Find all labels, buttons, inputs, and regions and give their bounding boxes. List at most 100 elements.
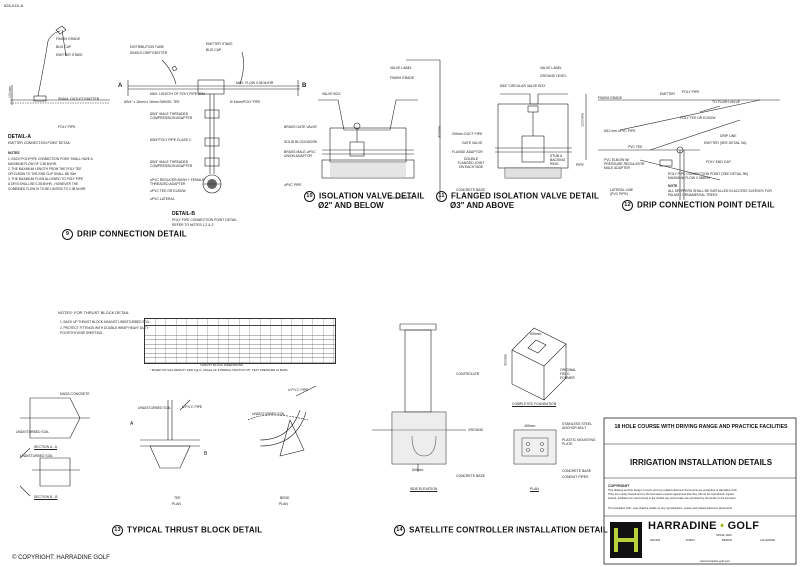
label-section-aa: SECTION A - A [34, 445, 57, 449]
since-label: SINCE 1929 [716, 533, 732, 537]
copyright-footer: © COPYRIGHT: HARRADINE GOLF [12, 555, 110, 561]
label-solid-blockwork: SOLID BLOCKWORK [284, 140, 318, 144]
label-stub-backing: STUB & BACKING RING [550, 154, 566, 166]
label-300mm: 300mm [437, 126, 442, 138]
note-line: 3. THE MAXIMUM FLOW ALLOWED TO POLY PIPE [8, 177, 83, 181]
label-finish-grade: FINISH GRADE [390, 76, 415, 80]
label-poly-pipe: POLY PIPE [58, 125, 76, 129]
label-600mm: 600mm [412, 468, 424, 472]
thrust-notes-title: NOTES: FOR THRUST BLOCK DETAIL [58, 310, 130, 315]
thrust-table [144, 318, 336, 364]
label-swivel-tee: Ø3/4" x 16mm x 16mm SWIVEL TEE [124, 100, 180, 104]
detail-a-title: DETAIL-A [8, 134, 31, 140]
label-upvc-pipe: U.P.V.C PIPE [182, 405, 203, 409]
detail-11-sub: Ø3" AND ABOVE [450, 201, 515, 210]
label-note-text: ALL DRIPPERS SHALL BE INSTALLED IN ACCES… [668, 189, 772, 197]
note-line: 1. EACH POLYPIPE CONNECTION POINT SHALL … [8, 157, 93, 161]
copyright-line: This drawing and the design it covers an… [608, 489, 738, 492]
label-concrete-base: CONCRETE BASE [456, 474, 486, 478]
label-upvc-pipe: uPVC PIPE [284, 183, 302, 187]
label-original-field-former: ORIGINAL FIELD FORMER [560, 368, 577, 380]
label-anchor-bolt: STAINLESS STEEL ANCHOR BOLT [562, 422, 592, 430]
label-poly-class-c: Ø3/4"POLY PIPE CLASS C [150, 138, 192, 142]
thrust-note: 2. PROTECT FITTINGS WITH DOUBLE WRAP HEA… [60, 326, 149, 330]
label-finish-grade: FINISH GRADE [56, 37, 81, 41]
label-circular-valve-box: Ø18" CIRCULAR VALVE BOX [500, 84, 546, 88]
label-tee: TEE [174, 496, 181, 500]
label-note: NOTE [668, 184, 678, 188]
label-ground: GROUND [468, 428, 484, 432]
label-bend: BEND [280, 496, 290, 500]
label-b: B [302, 83, 307, 89]
label-a: A [118, 83, 123, 89]
label-max-length: MAX. LENGTH OF POLY PIPE 30M [150, 92, 205, 96]
label-male-adapter: Ø3/4" MALE THREADED COMPRESSION ADAPTER [150, 112, 193, 120]
note-line: COMBINED FLOW IS TO BE LIMITED TO 0.38 M… [8, 187, 87, 191]
label-600mm-b: 600mm [530, 332, 542, 336]
label-reducer-bush: uPVC REDUCER BUSH + FEMALE THREADED ADAP… [150, 178, 205, 186]
label-b: B [204, 451, 208, 457]
label-single-drip-emitter: SINGLE DRIP EMITTER [130, 51, 168, 55]
label-undisturbed-soil-3: UNDISTURBED SOIL [252, 412, 286, 416]
office-gruen: GRUEN [650, 538, 661, 542]
office-berlin: BERLIN [722, 538, 733, 542]
label-undisturbed-soil: UNDISTURBED SOIL [16, 430, 50, 434]
label-male-adapter-2: Ø3/4" MALE THREADED COMPRESSION ADAPTER [150, 160, 193, 168]
note-line: 2. THE MAXIMUM LENGTH FROM THE POLY TEE [8, 167, 82, 171]
label-valve-box: VALVE BOX [322, 92, 341, 96]
detail-b-ref: REFER TO NOTES 1,2 & 3 [172, 223, 214, 227]
label-snaul-outlet: SNAUL OUTLET EMITTER [58, 97, 100, 101]
note-line: MAXIMUM FLOW OF 0.38 M³/HR. [8, 162, 57, 166]
label-poly-tee: POLY TEE OR ELBOW [680, 116, 716, 120]
project-title: 18 HOLE COURSE WITH DRIVING RANGE AND PR… [614, 424, 788, 430]
copyright-title: COPYRIGHT [608, 484, 630, 488]
detail-b-title: DETAIL-B [172, 211, 195, 217]
label-undisturbed-soil-2: UNDISTURBED SOIL [138, 406, 172, 410]
label-upvc-tee: uPVC TEE OR ELBOW [150, 189, 186, 193]
label-drip-line: DRIP LINE [720, 134, 737, 138]
label-12mm-pipe: Ø12 mm uPVC PIPE [604, 129, 636, 133]
label-max-flow: MAX. FLOW 0.38 M³/HR [236, 81, 274, 85]
label-connection-point: POLY PIPE CONNECTION POINT (SEE DETAIL 9… [668, 172, 748, 180]
brand-name: HARRADINE • GOLF [648, 520, 760, 532]
detail-b-subtitle: POLY PIPE CONNECTION POINT DETAIL [172, 218, 237, 222]
label-double-flanged: DOUBLE FLANGED JOINT ON EACH SIDE [457, 157, 485, 169]
copyright-line: loaned, exhibited nor used except in the… [608, 497, 737, 500]
label-undisturbed-soil-4: UNDISTURBED SOIL [20, 454, 54, 458]
label-pvc-elbow: PVC ELBOW W/ PRESSURE REGULATOR MALE ADA… [604, 158, 645, 170]
label-pipe: PIPE [576, 163, 584, 167]
label-emitter-stake: EMITTER STAKE [206, 42, 233, 46]
detail-a-subtitle: EMITTER CONNECTION POINT DETAIL [8, 141, 71, 145]
label-side-elevation: SIDE ELEVATION [410, 487, 438, 491]
label-a: A [130, 421, 134, 427]
note-line: OR ELBOW TO THE END CLIP SHALL BE 30m [8, 172, 77, 176]
label-gravel: 150mm GRAVEL [388, 196, 414, 200]
label-emitter-stake: EMITTER STAKE [56, 53, 83, 57]
label-300mm: 300mm [503, 354, 508, 366]
label-emitter: EMITTER [660, 92, 675, 96]
label-plan: PLAN [530, 487, 539, 491]
label-union-adaptor: BRASS MALE-uPVC UNION ADAPTOR [284, 150, 316, 158]
website: www.harradine-golf.com [700, 559, 731, 563]
label-mounting-plate: PLASTIC MOUNTING PLATE [562, 438, 596, 446]
note-line: A OR B SHALL BE 0.38 M³/HR., HOWEVER THE [8, 182, 79, 186]
label-upvc-pipe-2: U.P.V.C PIPE [288, 388, 309, 392]
label-400mm: 400mm [524, 424, 536, 428]
office-dubai: DUBAI [686, 538, 695, 542]
label-conduit-pipes: CONDUIT PIPES [562, 475, 589, 479]
label-upvc-lateral: uPVC LATERAL [150, 197, 175, 201]
label-concrete-base: CONCRETE BASE [456, 188, 486, 192]
label-flush-valve: TO FLUSH VALVE [712, 100, 741, 104]
label-mass-concrete: MASS CONCRETE [60, 392, 90, 396]
label-bend-plan: PLAN [279, 502, 288, 506]
logo-note: The Harradine Golf - logo shall be visib… [608, 507, 733, 510]
thrust-table-note: * BASED ON SOIL DENSITY 1800 Kg/m³, ANGL… [150, 368, 289, 372]
label-valve-label: VALVE LABEL [390, 66, 412, 70]
label-poly-pipe: POLY PIPE [682, 90, 700, 94]
